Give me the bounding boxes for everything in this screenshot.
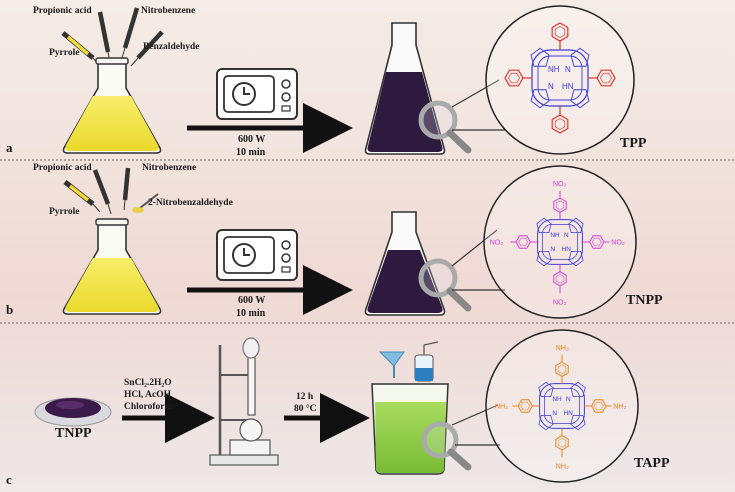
- tnpp-n-label-2: N: [550, 246, 555, 253]
- panel-c-letter: c: [6, 472, 12, 487]
- panel-b-syringes: [63, 167, 159, 215]
- panel-b-condition-power: 600 W: [238, 295, 266, 306]
- tnpp-nh-label: NH: [550, 232, 560, 239]
- panel-a-reagent-benzaldehyde: Benzaldehyde: [143, 42, 200, 52]
- panel-a-syringes: [61, 7, 164, 67]
- panel-a-reagent-propionic-acid: Propionic acid: [33, 6, 92, 16]
- tnpp-nitro-left: NO₂: [490, 237, 504, 246]
- panel-c-condition-temperature: 80 °C: [294, 404, 317, 414]
- panel-b-reagent-nitrobenzene: Nitrobenzene: [142, 163, 197, 173]
- tnpp-nitro-right: NO₂: [611, 237, 625, 246]
- tnpp-n-label-1: N: [564, 232, 569, 239]
- panel-a-purple-flask: [364, 22, 472, 155]
- panel-b-condition-time: 10 min: [236, 308, 266, 319]
- green-beaker: [371, 383, 472, 475]
- panel-c-product-label: TAPP: [634, 456, 670, 471]
- tnpp-structure: NO₂ NO₂ NO₂ NO₂ NH N N HN: [490, 179, 625, 306]
- panel-c-reagent-sncl2: SnCl₂.2H₂O: [124, 378, 172, 388]
- panel-b-reagent-pyrrole: Pyrrole: [49, 207, 80, 217]
- panel-a-reagent-nitrobenzene: Nitrobenzene: [141, 6, 196, 16]
- panel-a-zoom-circle: [485, 5, 635, 155]
- panel-c-zoom-line-1: [451, 404, 499, 426]
- panel-b-reagent-2-nitrobenzaldehyde: 2-Nitrobenzaldehyde: [148, 198, 233, 208]
- tapp-n-label-2: N: [552, 410, 557, 417]
- tnpp-nitro-bottom: NO₂: [553, 297, 567, 306]
- panel-b-yellow-flask: [62, 218, 162, 315]
- panel-b-zoom-line-1: [451, 229, 498, 267]
- panel-c-starting-material-label: TNPP: [55, 426, 92, 441]
- panel-b-reagent-propionic-acid: Propionic acid: [33, 163, 92, 173]
- panel-c-zoom-circle: [485, 329, 639, 483]
- funnel-icon: [378, 351, 405, 378]
- panel-b-letter: b: [6, 302, 14, 317]
- panel-b-zoom-circle: [483, 165, 637, 319]
- panel-a-condition-power: 600 W: [238, 134, 266, 145]
- tnpp-powder-dish: [34, 397, 112, 427]
- tapp-structure: NH₂ NH₂ NH₂ NH₂ NH N N HN: [495, 343, 627, 470]
- tapp-n-label-1: N: [566, 396, 571, 403]
- tpp-structure: NH N N HN: [502, 22, 618, 134]
- tnpp-nitro-top: NO₂: [553, 179, 567, 188]
- tapp-nh-label: NH: [552, 396, 562, 403]
- panel-a-letter: a: [6, 140, 13, 155]
- tapp-amine-top: NH₂: [556, 343, 569, 352]
- panel-a-zoom-line-1: [451, 79, 500, 108]
- wash-bottle-icon: [414, 341, 439, 382]
- panel-c-condition-time: 12 h: [296, 392, 314, 402]
- panel-b-purple-flask: [364, 211, 472, 316]
- tpp-nh-label: NH: [548, 65, 560, 74]
- panel-a-yellow-flask: [62, 57, 162, 154]
- panel-a-microwave-icon: [216, 68, 298, 120]
- tapp-amine-bottom: NH₂: [556, 461, 569, 470]
- tnpp-hn-label: HN: [562, 246, 572, 253]
- panel-a-reagent-pyrrole: Pyrrole: [49, 48, 80, 58]
- panel-a-condition-time: 10 min: [236, 147, 266, 158]
- tapp-amine-right: NH₂: [613, 401, 626, 410]
- panel-c-reagent-chloroform: Chloroform: [124, 402, 173, 412]
- tpp-n-label-2: N: [548, 82, 554, 91]
- tapp-hn-label: HN: [564, 410, 574, 417]
- panel-b-microwave-icon: [216, 229, 298, 281]
- tpp-n-label-1: N: [565, 65, 571, 74]
- panel-c-reagent-hcl-acoh: HCl, AcOH: [124, 390, 171, 400]
- panel-b-product-label: TNPP: [626, 293, 663, 308]
- panel-a-product-label: TPP: [620, 136, 647, 151]
- reflux-apparatus-icon: [209, 337, 279, 466]
- tapp-amine-left: NH₂: [495, 401, 508, 410]
- tpp-hn-label: HN: [562, 82, 574, 91]
